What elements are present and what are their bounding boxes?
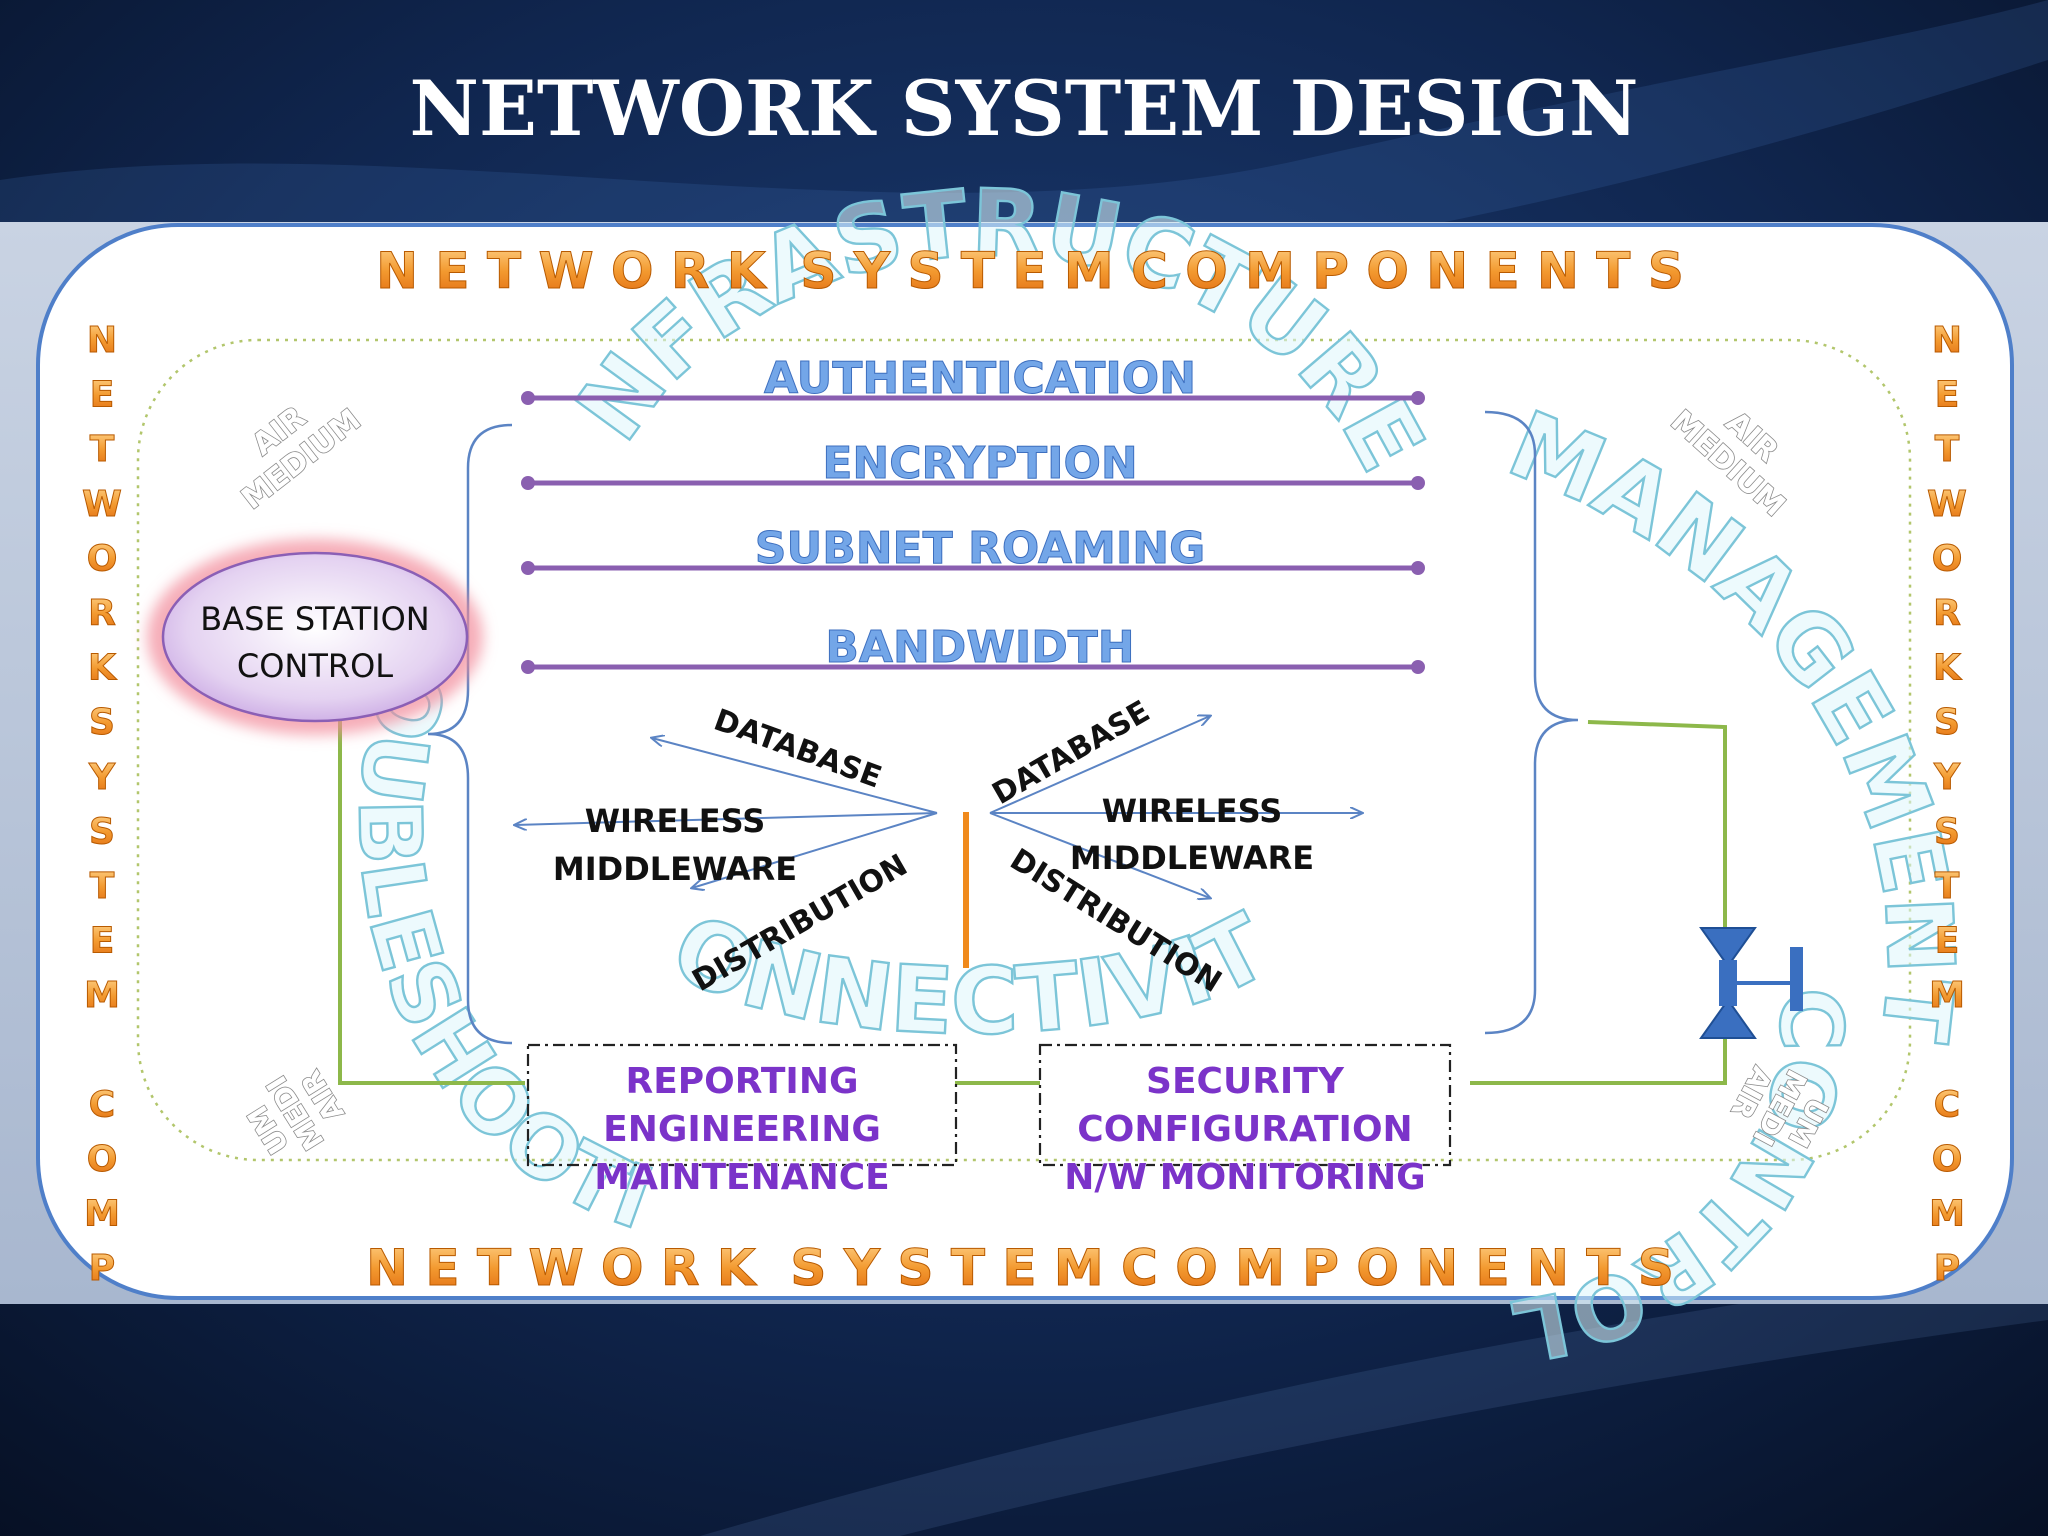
rightLetters-letter: O [1932,1139,1963,1180]
valve-icon [1699,927,1803,1039]
leftLetters-letter: E [90,921,115,962]
box-security-line1: SECURITY [1146,1061,1345,1102]
box-security-line2: CONFIGURATION [1077,1109,1412,1150]
rightLetters-letter: E [1935,921,1960,962]
leftLetters-letter: M [84,975,120,1016]
box-reporting-line1: REPORTING [625,1061,858,1102]
components-top-title: N E T W O R K S Y S T E M C O M P O N E … [376,242,1684,300]
base-station-label-line1: BASE STATION [200,600,429,638]
layer-subnet-roaming-label: SUBNET ROAMING [755,523,1205,574]
leftLetters-letter: S [89,702,115,743]
layer-authentication: AUTHENTICATION [521,353,1425,405]
slide-title: NETWORK SYSTEM DESIGN [410,64,1639,153]
leftLetters-letter: W [82,484,122,525]
base-station-control: BASE STATION CONTROL [147,539,483,735]
left-green-connector [338,715,525,1085]
leftLetters-letter: K [88,648,117,689]
box-reporting: REPORTING ENGINEERING MAINTENANCE [526,1043,958,1199]
left-middleware-label: MIDDLEWARE [553,850,797,888]
rightLetters-letter: M [1929,975,1965,1016]
dotted-frame [136,338,1912,1162]
layer-subnet-roaming: SUBNET ROAMING [521,523,1425,575]
leftLetters-letter: N [87,320,117,361]
rightLetters-letter: P [1934,1248,1960,1289]
layer-bandwidth-label: BANDWIDTH [825,622,1134,673]
leftLetters-letter: E [90,375,115,416]
leftLetters-letter: R [88,593,116,634]
left-bracket [427,423,513,1045]
rightLetters-letter: Y [1933,757,1961,798]
rightLetters-letter: K [1933,648,1962,689]
rightLetters-letter: W [1927,484,1967,525]
box-reporting-line3: MAINTENANCE [594,1157,890,1198]
leftLetters-letter: Y [88,757,116,798]
box-reporting-line2: ENGINEERING [603,1109,881,1150]
rightLetters-letter: O [1932,538,1963,579]
layer-encryption: ENCRYPTION [521,438,1425,490]
components-bottom-title: N E T W O R K S Y S T E M C O M P O N E … [366,1239,1674,1297]
leftLetters-letter: T [90,866,115,907]
box-security: SECURITY CONFIGURATION N/W MONITORING [1038,1043,1452,1199]
leftLetters-letter: O [87,538,118,579]
base-station-label-line2: CONTROL [237,647,393,685]
leftLetters-letter: P [89,1248,115,1289]
right-middleware-label: MIDDLEWARE [1070,839,1314,877]
leftLetters-letter: M [84,1194,120,1235]
leftLetters-letter: C [89,1084,115,1125]
leftLetters-letter: S [89,811,115,852]
box-security-line3: N/W MONITORING [1064,1157,1425,1198]
left-wireless-label: WIRELESS [585,802,766,840]
right-bracket [1484,410,1579,1035]
layer-authentication-label: AUTHENTICATION [764,353,1196,404]
background-light-streak-lower [700,1260,2048,1536]
rightLetters-letter: M [1929,1194,1965,1235]
rightLetters-letter: T [1935,429,1960,470]
rightLetters-letter: S [1934,702,1960,743]
layer-bandwidth: BANDWIDTH [521,622,1425,674]
rightLetters-letter: C [1934,1084,1960,1125]
rightLetters-letter: N [1932,320,1962,361]
rightLetters-letter: T [1935,866,1960,907]
layer-encryption-label: ENCRYPTION [822,438,1137,489]
rightLetters-letter: E [1935,375,1960,416]
leftLetters-letter: O [87,1139,118,1180]
rightLetters-letter: R [1933,593,1961,634]
diagram-card [36,223,2014,1300]
rightLetters-letter: S [1934,811,1960,852]
right-wireless-label: WIRELESS [1102,792,1283,830]
right-green-connector [1470,720,1727,1085]
leftLetters-letter: T [90,429,115,470]
